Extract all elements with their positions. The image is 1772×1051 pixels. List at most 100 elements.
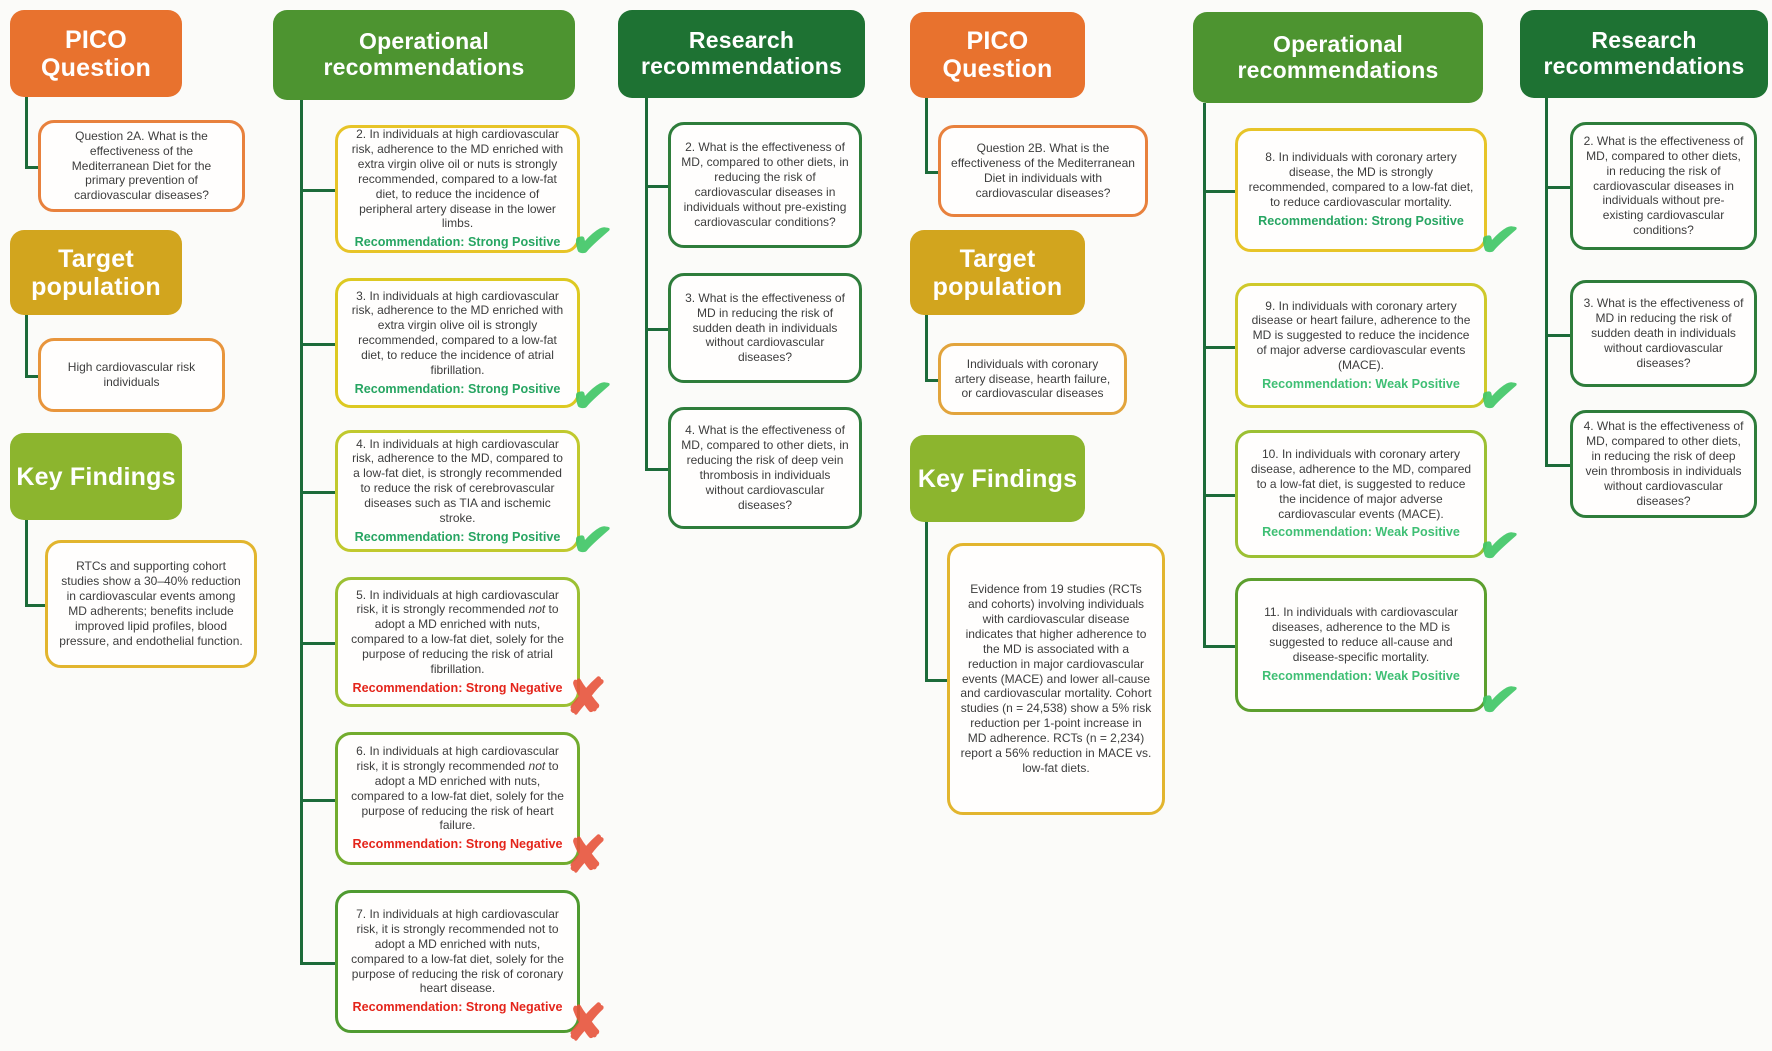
connector-trunk bbox=[925, 315, 928, 379]
box-text: 4. What is the effectiveness of MD, comp… bbox=[681, 423, 849, 512]
connector-trunk bbox=[1545, 98, 1548, 464]
connector-stub bbox=[1545, 186, 1570, 189]
operational-rec-box: 7. In individuals at high cardiovascular… bbox=[335, 890, 607, 1048]
operational-rec-box: 3. In individuals at high cardiovascular… bbox=[335, 278, 617, 427]
connector-stub bbox=[645, 468, 668, 471]
connector-trunk bbox=[25, 315, 28, 375]
box-text: 8. In individuals with coronary artery d… bbox=[1248, 150, 1474, 210]
recommendation-label: Recommendation: Strong Negative bbox=[352, 837, 563, 852]
connector-stub bbox=[1203, 190, 1235, 193]
connector-trunk bbox=[1203, 103, 1206, 645]
research-question-box: 3. What is the effectiveness of MD in re… bbox=[1570, 280, 1757, 387]
research-recommendations-header: Research recommendations bbox=[1520, 10, 1768, 98]
box-text: 10. In individuals with coronary artery … bbox=[1250, 447, 1472, 521]
box-text: Evidence from 19 studies (RCTs and cohor… bbox=[960, 582, 1152, 775]
key-findings-header: Key Findings bbox=[910, 435, 1085, 522]
operational-recommendations-header: Operational recommendations bbox=[273, 10, 575, 100]
recommendation-label: Recommendation: Strong Negative bbox=[352, 1000, 563, 1015]
box-text: 3. In individuals at high cardiovascular… bbox=[351, 288, 564, 377]
box-text: 9. In individuals with coronary artery d… bbox=[1251, 298, 1471, 373]
connector-stub bbox=[25, 604, 45, 607]
operational-recommendations-header: Operational recommendations bbox=[1193, 12, 1483, 103]
population-box: High cardiovascular risk individuals bbox=[38, 338, 225, 412]
check-icon: ✔ bbox=[1474, 515, 1524, 577]
connector-stub bbox=[1545, 333, 1570, 337]
connector-stub bbox=[1545, 464, 1570, 467]
connector-stub bbox=[300, 798, 335, 802]
connector-stub bbox=[300, 189, 335, 192]
box-text: High cardiovascular risk individuals bbox=[67, 360, 196, 389]
box-text: 2. What is the effectiveness of MD, comp… bbox=[1583, 133, 1744, 238]
check-icon: ✔ bbox=[1474, 669, 1524, 731]
connector-stub bbox=[645, 185, 668, 188]
population-box: Individuals with coronary artery disease… bbox=[938, 343, 1127, 415]
box-text: Question 2B. What is the effectiveness o… bbox=[951, 141, 1135, 200]
box-text: 4. In individuals at high cardiovascular… bbox=[352, 436, 563, 525]
box-text: 2. In individuals at high cardiovascular… bbox=[351, 127, 564, 231]
question-box: Question 2A. What is the effectiveness o… bbox=[38, 120, 245, 212]
operational-rec-box: 9. In individuals with coronary artery d… bbox=[1235, 283, 1524, 427]
connector-stub bbox=[25, 375, 38, 378]
recommendation-label: Recommendation: Strong Positive bbox=[354, 381, 561, 396]
recommendation-label: Recommendation: Strong Positive bbox=[1258, 213, 1464, 228]
operational-rec-box: 4. In individuals at high cardiovascular… bbox=[335, 430, 617, 571]
connector-stub bbox=[1203, 645, 1235, 648]
operational-rec-box: 8. In individuals with coronary artery d… bbox=[1235, 128, 1524, 271]
recommendation-label: Recommendation: Strong Positive bbox=[354, 235, 561, 250]
recommendation-label: Recommendation: Strong Negative bbox=[352, 680, 563, 695]
target-population-header: Target population bbox=[10, 230, 182, 315]
box-text: 3. What is the effectiveness of MD in re… bbox=[1583, 296, 1744, 370]
box-text: 2. What is the effectiveness of MD, comp… bbox=[681, 140, 849, 229]
cross-icon: ✘ bbox=[565, 827, 607, 883]
connector-trunk bbox=[300, 100, 303, 962]
pico-question-header: PICO Question bbox=[910, 12, 1085, 98]
operational-rec-box: 10. In individuals with coronary artery … bbox=[1235, 430, 1524, 577]
recommendation-label: Recommendation: Weak Positive bbox=[1262, 668, 1460, 683]
box-text: 6. In individuals at high cardiovascular… bbox=[351, 744, 564, 833]
connector-stub bbox=[645, 328, 668, 331]
connector-stub bbox=[925, 171, 938, 174]
box-text: Question 2A. What is the effectiveness o… bbox=[71, 128, 212, 203]
connector-trunk bbox=[925, 98, 928, 171]
connector-stub bbox=[300, 491, 335, 494]
check-icon: ✔ bbox=[567, 365, 617, 427]
connector-trunk bbox=[25, 97, 28, 166]
connector-stub bbox=[925, 379, 938, 382]
box-text: 4. What is the effectiveness of MD, comp… bbox=[1583, 419, 1744, 508]
box-text: 3. What is the effectiveness of MD in re… bbox=[685, 290, 845, 365]
connector-stub bbox=[25, 166, 38, 169]
recommendation-label: Recommendation: Weak Positive bbox=[1262, 376, 1460, 391]
connector-stub bbox=[300, 642, 335, 645]
check-icon: ✔ bbox=[1474, 209, 1524, 271]
research-question-box: 2. What is the effectiveness of MD, comp… bbox=[1570, 122, 1757, 250]
research-question-box: 4. What is the effectiveness of MD, comp… bbox=[668, 407, 862, 529]
connector-trunk bbox=[25, 520, 28, 604]
operational-rec-box: 6. In individuals at high cardiovascular… bbox=[335, 732, 607, 880]
findings-box: RTCs and supporting cohort studies show … bbox=[45, 540, 257, 668]
target-population-header: Target population bbox=[910, 230, 1085, 315]
key-findings-header: Key Findings bbox=[10, 433, 182, 520]
check-icon: ✔ bbox=[1474, 365, 1524, 427]
research-question-box: 2. What is the effectiveness of MD, comp… bbox=[668, 122, 862, 248]
operational-rec-box: 2. In individuals at high cardiovascular… bbox=[335, 125, 617, 272]
cross-icon: ✘ bbox=[565, 995, 607, 1051]
check-icon: ✔ bbox=[567, 509, 617, 571]
recommendation-label: Recommendation: Strong Positive bbox=[354, 529, 561, 544]
connector-stub bbox=[925, 679, 947, 682]
box-text: RTCs and supporting cohort studies show … bbox=[59, 559, 243, 648]
connector-stub bbox=[300, 343, 335, 346]
connector-trunk bbox=[645, 98, 648, 468]
findings-box: Evidence from 19 studies (RCTs and cohor… bbox=[947, 543, 1165, 815]
operational-rec-box: 11. In individuals with cardiovascular d… bbox=[1235, 578, 1524, 731]
connector-stub bbox=[1203, 494, 1235, 497]
cross-icon: ✘ bbox=[565, 669, 607, 725]
research-question-box: 4. What is the effectiveness of MD, comp… bbox=[1570, 410, 1757, 518]
research-recommendations-header: Research recommendations bbox=[618, 10, 865, 98]
box-text: 11. In individuals with cardiovascular d… bbox=[1264, 605, 1458, 665]
box-text: Individuals with coronary artery disease… bbox=[954, 356, 1111, 401]
connector-trunk bbox=[925, 522, 928, 679]
box-text: 5. In individuals at high cardiovascular… bbox=[351, 587, 564, 676]
recommendation-label: Recommendation: Weak Positive bbox=[1262, 525, 1460, 540]
connector-stub bbox=[300, 961, 335, 965]
